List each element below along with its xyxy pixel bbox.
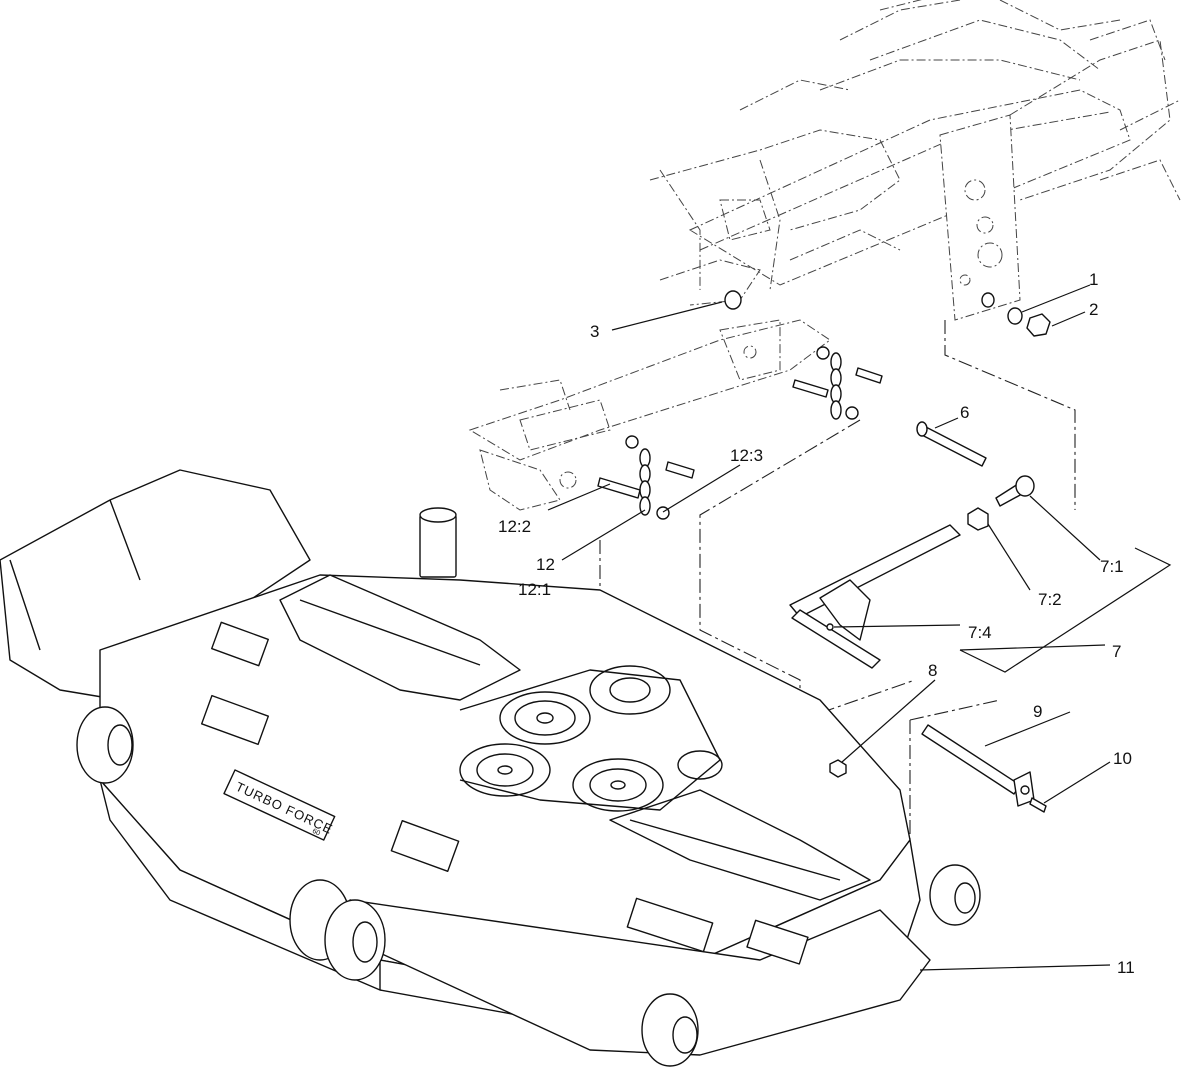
pulley-assembly bbox=[459, 665, 723, 812]
callout-10: 10 bbox=[1113, 749, 1132, 768]
caster-wheel-front-left bbox=[289, 879, 386, 981]
lift-chain-front bbox=[625, 435, 670, 520]
caster-wheel-left bbox=[76, 706, 134, 784]
tractor-frame bbox=[468, 0, 1181, 511]
deck-size-text: 60 bbox=[311, 828, 321, 838]
lift-chain-rear bbox=[816, 346, 859, 420]
callout-12: 12 bbox=[536, 555, 555, 574]
caster-wheel-right bbox=[929, 864, 981, 926]
callout-7-4: 7:4 bbox=[968, 623, 992, 642]
callout-12-2: 12:2 bbox=[498, 517, 531, 536]
callout-labels: 1 2 3 6 7:1 7:2 7:4 7 8 9 10 11 12 12:1 … bbox=[498, 270, 1135, 977]
callout-3: 3 bbox=[590, 322, 599, 341]
callout-1: 1 bbox=[1089, 270, 1098, 289]
mower-deck: TURBO FORCE 60 bbox=[0, 469, 981, 1067]
callout-11: 11 bbox=[1117, 958, 1135, 977]
callout-9: 9 bbox=[1033, 702, 1042, 721]
caster-wheel-front-right bbox=[641, 993, 699, 1067]
callout-12-3: 12:3 bbox=[730, 446, 763, 465]
callout-7: 7 bbox=[1112, 642, 1121, 661]
callout-8: 8 bbox=[928, 661, 937, 680]
callout-6: 6 bbox=[960, 403, 969, 422]
callout-7-1: 7:1 bbox=[1100, 557, 1124, 576]
callout-2: 2 bbox=[1089, 300, 1098, 319]
leader-lines bbox=[547, 284, 1172, 971]
callout-12-1: 12:1 bbox=[518, 580, 551, 599]
callout-7-2: 7:2 bbox=[1038, 590, 1062, 609]
